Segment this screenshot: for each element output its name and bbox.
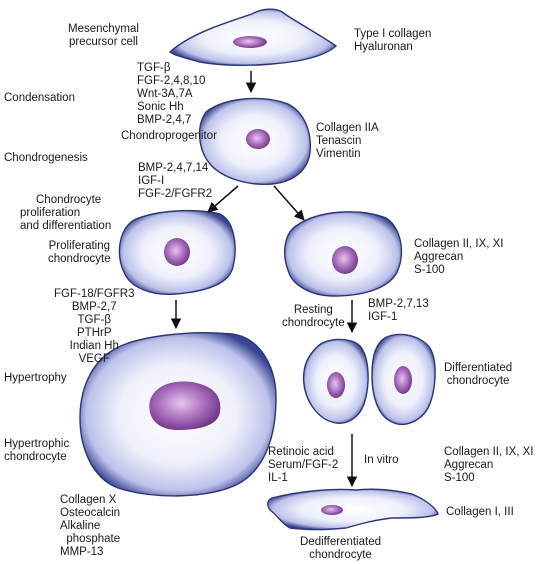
text-line: MMP-13: [60, 546, 104, 558]
text-line: chondrocyte: [48, 253, 111, 265]
text-line: FGF-2/FGFR2: [138, 188, 213, 200]
label-dedifferentiated-chondrocyte: Dedifferentiated chondrocyte: [300, 536, 381, 562]
mesenchymal-nucleus: [233, 36, 267, 48]
text-line: Serum/FGF-2: [268, 459, 339, 471]
text-line: Hypertrophic: [4, 438, 70, 450]
hypertrophic-nucleus: [149, 381, 221, 430]
text-line: Mesenchymal: [68, 23, 139, 35]
label-proliferating-chondrocyte: Proliferating chondrocyte: [48, 240, 111, 266]
text-line: Vimentin: [316, 148, 361, 160]
text-line: Differentiated: [444, 362, 513, 374]
text-line: FGF-18/FGFR3: [54, 288, 135, 300]
label-chondrocyte-proliferation: Chondrocyte proliferation and differenti…: [20, 194, 111, 233]
mesenchymal-precursor-cell: [168, 8, 338, 67]
text-line: FGF-2,4,8,10: [137, 75, 206, 87]
arrow-to-resting: [273, 185, 305, 221]
differentiated-nucleus-right: [394, 366, 412, 394]
text-line: Condensation: [4, 92, 75, 104]
text-line: S-100: [414, 264, 445, 276]
text-line: BMP-2,4,7,14: [138, 162, 209, 174]
text-line: chondrocyte: [446, 375, 510, 387]
text-line: Chondrocyte: [36, 194, 102, 206]
dedifferentiated-nucleus: [321, 505, 343, 515]
label-differentiated-chondrocyte: Differentiated chondrocyte: [444, 362, 512, 388]
label-chondroprogenitor: Chondroprogenitor: [121, 130, 217, 143]
text-line: Collagen II, IX, XI: [444, 446, 534, 458]
text-line: TGF-β: [77, 314, 111, 326]
text-line: VEGF: [78, 353, 110, 365]
arrow-to-proliferating: [207, 185, 239, 213]
text-line: chondrocyte: [4, 451, 67, 463]
label-chondrogenesis: Chondrogenesis: [4, 152, 88, 165]
text-line: TGF-β: [137, 62, 171, 74]
text-line: Collagen IIA: [316, 122, 379, 134]
chondroprogenitor-nucleus: [246, 129, 270, 149]
text-line: Tenascin: [316, 135, 362, 147]
text-line: precursor cell: [68, 36, 138, 48]
text-line: Type I collagen: [354, 28, 432, 40]
markers-chondroprogenitor: Collagen IIA Tenascin Vimentin: [316, 122, 379, 161]
text-line: Hyaluronan: [354, 41, 413, 53]
label-in-vitro: In vitro: [364, 454, 399, 467]
factors-chondrogenesis: BMP-2,4,7,14 IGF-I FGF-2/FGFR2: [138, 162, 212, 201]
text-line: proliferation: [20, 207, 81, 219]
text-line: In vitro: [364, 454, 399, 466]
label-resting-chondrocyte: Resting chondrocyte: [282, 304, 345, 330]
factors-condensation: TGF-β FGF-2,4,8,10 Wnt-3A,7A Sonic Hh BM…: [137, 62, 205, 127]
markers-resting: Collagen II, IX, XI Aggrecan S-100: [414, 238, 504, 277]
text-line: IL-1: [268, 472, 288, 484]
text-line: Alkaline: [60, 520, 101, 532]
markers-dedifferentiated: Collagen I, III: [446, 506, 514, 519]
text-line: Resting: [293, 304, 333, 316]
text-line: chondrocyte: [309, 549, 372, 561]
text-line: Chondrogenesis: [4, 152, 88, 164]
dedifferentiated-chondrocyte-cell: [267, 488, 439, 531]
chondroprogenitor-cell: [199, 97, 311, 186]
label-hypertrophy: Hypertrophy: [4, 372, 67, 385]
proliferating-chondrocyte-cell: [118, 209, 236, 295]
differentiated-chondrocyte-cell-right: [371, 333, 436, 426]
label-hypertrophic-chondrocyte: Hypertrophic chondrocyte: [4, 438, 69, 464]
label-condensation: Condensation: [4, 92, 75, 105]
text-line: Collagen I, III: [446, 506, 514, 518]
text-line: S-100: [444, 472, 475, 484]
markers-differentiated: Collagen II, IX, XI Aggrecan S-100: [444, 446, 534, 485]
resting-nucleus: [332, 246, 358, 274]
factors-differentiation: BMP-2,7,13 IGF-1: [368, 298, 429, 324]
differentiated-chondrocyte-cell-left: [302, 338, 369, 424]
differentiated-nucleus-left: [327, 372, 345, 398]
text-line: IGF-1: [368, 311, 398, 323]
text-line: BMP-2,7,13: [368, 298, 429, 310]
text-line: Retinoic acid: [268, 446, 334, 458]
hypertrophic-chondrocyte-cell: [79, 332, 277, 497]
text-line: IGF-I: [138, 175, 165, 187]
text-line: Aggrecan: [444, 459, 494, 471]
factors-dedifferentiation: Retinoic acid Serum/FGF-2 IL-1: [268, 446, 338, 485]
factors-hypertrophy: FGF-18/FGFR3 BMP-2,7 TGF-β PTHrP Indian …: [54, 288, 135, 366]
text-line: Osteocalcin: [60, 507, 121, 519]
resting-chondrocyte-cell: [284, 211, 403, 297]
text-line: Sonic Hh: [137, 101, 184, 113]
text-line: and differentiation: [20, 220, 112, 232]
proliferating-nucleus: [164, 238, 190, 266]
text-line: Collagen II, IX, XI: [414, 238, 504, 250]
text-line: Collagen X: [60, 494, 117, 506]
text-line: Dedifferentiated: [300, 536, 381, 548]
text-line: Chondroprogenitor: [121, 130, 217, 142]
text-line: BMP-2,7: [71, 301, 117, 313]
text-line: Proliferating: [48, 240, 111, 252]
text-line: Indian Hh: [69, 340, 119, 352]
markers-hypertrophic: Collagen X Osteocalcin Alkaline phosphat…: [60, 494, 120, 559]
text-line: PTHrP: [77, 327, 112, 339]
text-line: BMP-2,4,7: [137, 114, 192, 126]
text-line: Wnt-3A,7A: [137, 88, 193, 100]
label-mesenchymal-precursor-cell: Mesenchymal precursor cell: [68, 23, 139, 49]
text-line: Aggrecan: [414, 251, 464, 263]
text-line: Hypertrophy: [4, 372, 67, 384]
text-line: chondrocyte: [282, 317, 345, 329]
text-line: phosphate: [60, 533, 121, 545]
markers-mesenchymal: Type I collagen Hyaluronan: [354, 28, 431, 54]
